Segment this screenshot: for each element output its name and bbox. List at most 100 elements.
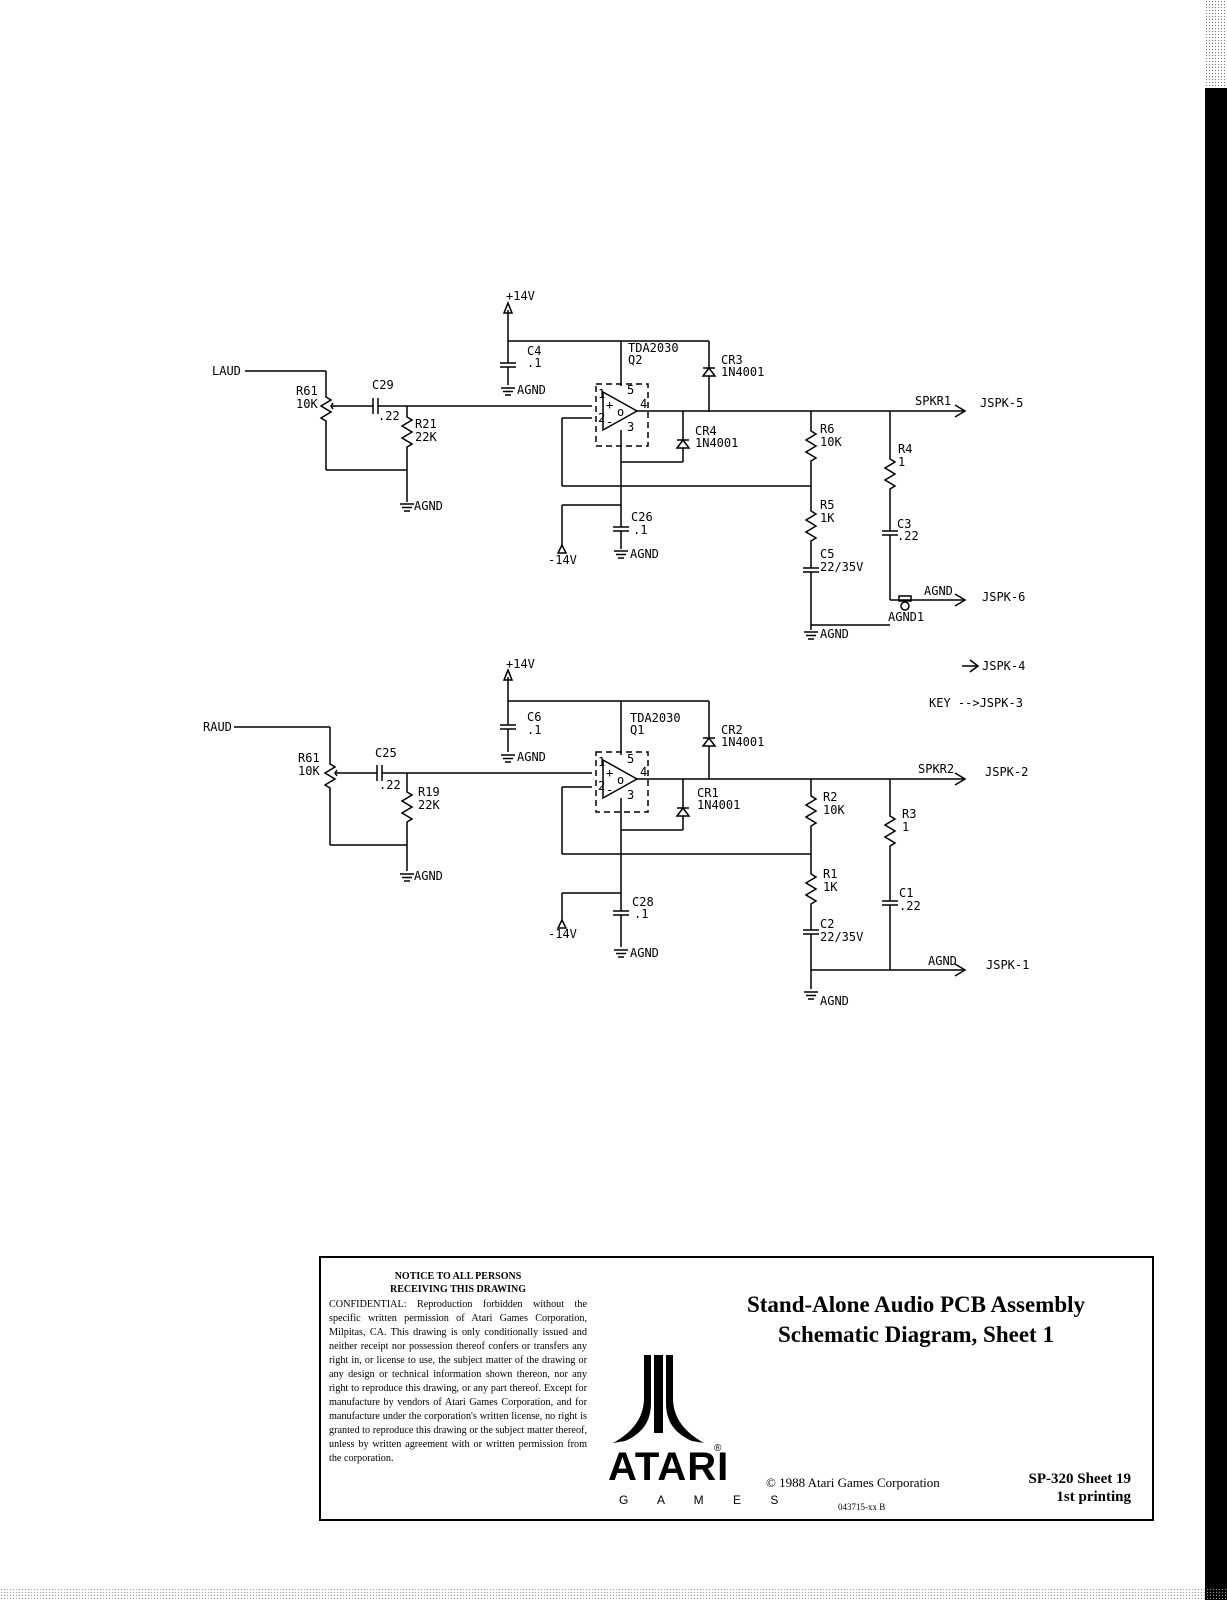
lch-cz-ref: C3	[897, 517, 911, 531]
rch-pin-2: 2	[598, 779, 605, 793]
lch-rfb-ref: R6	[820, 422, 834, 436]
rch-pin-4: 4	[640, 765, 647, 779]
lch-vneg-label: -14V	[548, 553, 577, 567]
rch-gnd-label-2: AGND	[517, 750, 546, 764]
rch-rz-val: 1	[902, 820, 909, 834]
rch-rfb-val: 10K	[823, 803, 845, 817]
lch-cneg-ref: C26	[631, 510, 653, 524]
lch-pot-val: 10K	[296, 397, 318, 411]
lch-dtop-ref: CR3	[721, 353, 743, 367]
rch-cin-ref: C25	[375, 746, 397, 760]
rch-cneg-ref: C28	[632, 895, 654, 909]
rch-cneg-val: .1	[634, 907, 648, 921]
rch-gnd-label-4: AGND	[820, 994, 849, 1008]
rch-pot-val: 10K	[298, 764, 320, 778]
rch-pin-3: 3	[627, 788, 634, 802]
lch-gnd-label-3: AGND	[630, 547, 659, 561]
lch-out-conn: JSPK-5	[980, 396, 1023, 410]
rch-rz-ref: R3	[902, 807, 916, 821]
lch-gnd-label-2: AGND	[517, 383, 546, 397]
rch-dbot-val: 1N4001	[697, 798, 740, 812]
opamp-plus-sign: +	[606, 766, 613, 780]
rch-out-conn: JSPK-2	[985, 765, 1028, 779]
lch-rz-val: 1	[898, 455, 905, 469]
lch-pin-5: 5	[627, 383, 634, 397]
opamp-center-mark: o	[617, 405, 624, 419]
lch-gnd-net: AGND	[924, 584, 953, 598]
lch-cneg-val: .1	[633, 523, 647, 537]
lch-input-label: LAUD	[212, 364, 241, 378]
rch-out-net: SPKR2	[918, 762, 954, 776]
notice-heading-1: NOTICE TO ALL PERSONS	[394, 1271, 522, 1282]
lch-testpoint: AGND1	[888, 610, 924, 624]
rch-cbyp-ref: C6	[527, 710, 541, 724]
lch-dbot-val: 1N4001	[695, 436, 738, 450]
drawing-title-line-1: Stand-Alone Audio PCB Assembly	[746, 1292, 1086, 1317]
rch-pin-5: 5	[627, 752, 634, 766]
rch-cz-val: .22	[899, 899, 921, 913]
rch-dtop-ref: CR2	[721, 723, 743, 737]
lch-out-net: SPKR1	[915, 394, 951, 408]
atari-wordmark: ATARI	[608, 1445, 730, 1489]
lch-cfb-ref: C5	[820, 547, 834, 561]
rch-gnd-net: AGND	[928, 954, 957, 968]
lch-dtop-val: 1N4001	[721, 365, 764, 379]
lch-pot-ref: R61	[296, 384, 318, 398]
rch-cz-ref: C1	[899, 886, 913, 900]
left-channel-circuit: + - o LAUD R61 10K C29 .22 R21 22K AGND …	[212, 289, 1025, 641]
rch-cfb-val: 22/35V	[820, 930, 863, 944]
opamp-plus-sign: +	[606, 398, 613, 412]
lch-pin-1: 1	[598, 387, 605, 401]
atari-games-subtitle: G A M E S	[619, 1493, 792, 1507]
scan-edge-bar-right	[1205, 88, 1227, 1600]
rch-vpos-label: +14V	[506, 657, 535, 671]
rch-rfb-ref: R2	[823, 790, 837, 804]
lch-rz-ref: R4	[898, 442, 912, 456]
rch-cin-val: .22	[379, 778, 401, 792]
rch-gnd-label-3: AGND	[630, 946, 659, 960]
scan-edge-top-right	[1205, 0, 1227, 88]
rch-pin-1: 1	[598, 755, 605, 769]
right-channel-circuit: + - o RAUD R61 10K C25 .22 R19 22K AGND …	[203, 657, 1029, 1008]
opamp-minus-sign: -	[606, 783, 613, 797]
rch-rbias-val: 22K	[418, 798, 440, 812]
lch-cin-val: .22	[378, 409, 400, 423]
lch-vpos-label: +14V	[506, 289, 535, 303]
lch-cfb-val: 22/35V	[820, 560, 863, 574]
rch-rgnd-val: 1K	[823, 880, 838, 894]
key-label: KEY -->JSPK-3	[929, 696, 1023, 710]
drawing-title-line-2: Schematic Diagram, Sheet 1	[778, 1322, 1054, 1347]
connector-extra-labels: JSPK-4 KEY -->JSPK-3	[929, 659, 1025, 710]
rch-rbias-ref: R19	[418, 785, 440, 799]
lch-gnd-label-1: AGND	[414, 499, 443, 513]
rch-vneg-label: -14V	[548, 927, 577, 941]
notice-body: CONFIDENTIAL: Reproduction forbidden wit…	[329, 1299, 587, 1464]
lch-amp-ref: Q2	[628, 353, 642, 367]
lch-rbias-val: 22K	[415, 430, 437, 444]
registered-mark: ®	[714, 1443, 722, 1454]
lch-pin-3: 3	[627, 420, 634, 434]
copyright-text: © 1988 Atari Games Corporation	[766, 1475, 940, 1490]
rch-dtop-val: 1N4001	[721, 735, 764, 749]
rch-gnd-label-1: AGND	[414, 869, 443, 883]
title-block: NOTICE TO ALL PERSONS RECEIVING THIS DRA…	[319, 1256, 1154, 1521]
lch-rbias-ref: R21	[415, 417, 437, 431]
rch-pot-ref: R61	[298, 751, 320, 765]
rch-gnd-conn: JSPK-1	[986, 958, 1029, 972]
rch-dbot-ref: CR1	[697, 786, 719, 800]
lch-cz-val: .22	[897, 529, 919, 543]
jspk4-label: JSPK-4	[982, 659, 1025, 673]
scan-edge-bottom	[0, 1588, 1227, 1600]
notice-heading-2: RECEIVING THIS DRAWING	[390, 1284, 526, 1295]
lch-cbyp-ref: C4	[527, 344, 541, 358]
rch-input-label: RAUD	[203, 720, 232, 734]
lch-cbyp-val: .1	[527, 356, 541, 370]
printing-edition: 1st printing	[1056, 1489, 1131, 1505]
lch-dbot-ref: CR4	[695, 424, 717, 438]
rch-rgnd-ref: R1	[823, 867, 837, 881]
lch-gnd-conn: JSPK-6	[982, 590, 1025, 604]
lch-pin-2: 2	[598, 411, 605, 425]
rch-cfb-ref: C2	[820, 917, 834, 931]
rch-cbyp-val: .1	[527, 723, 541, 737]
